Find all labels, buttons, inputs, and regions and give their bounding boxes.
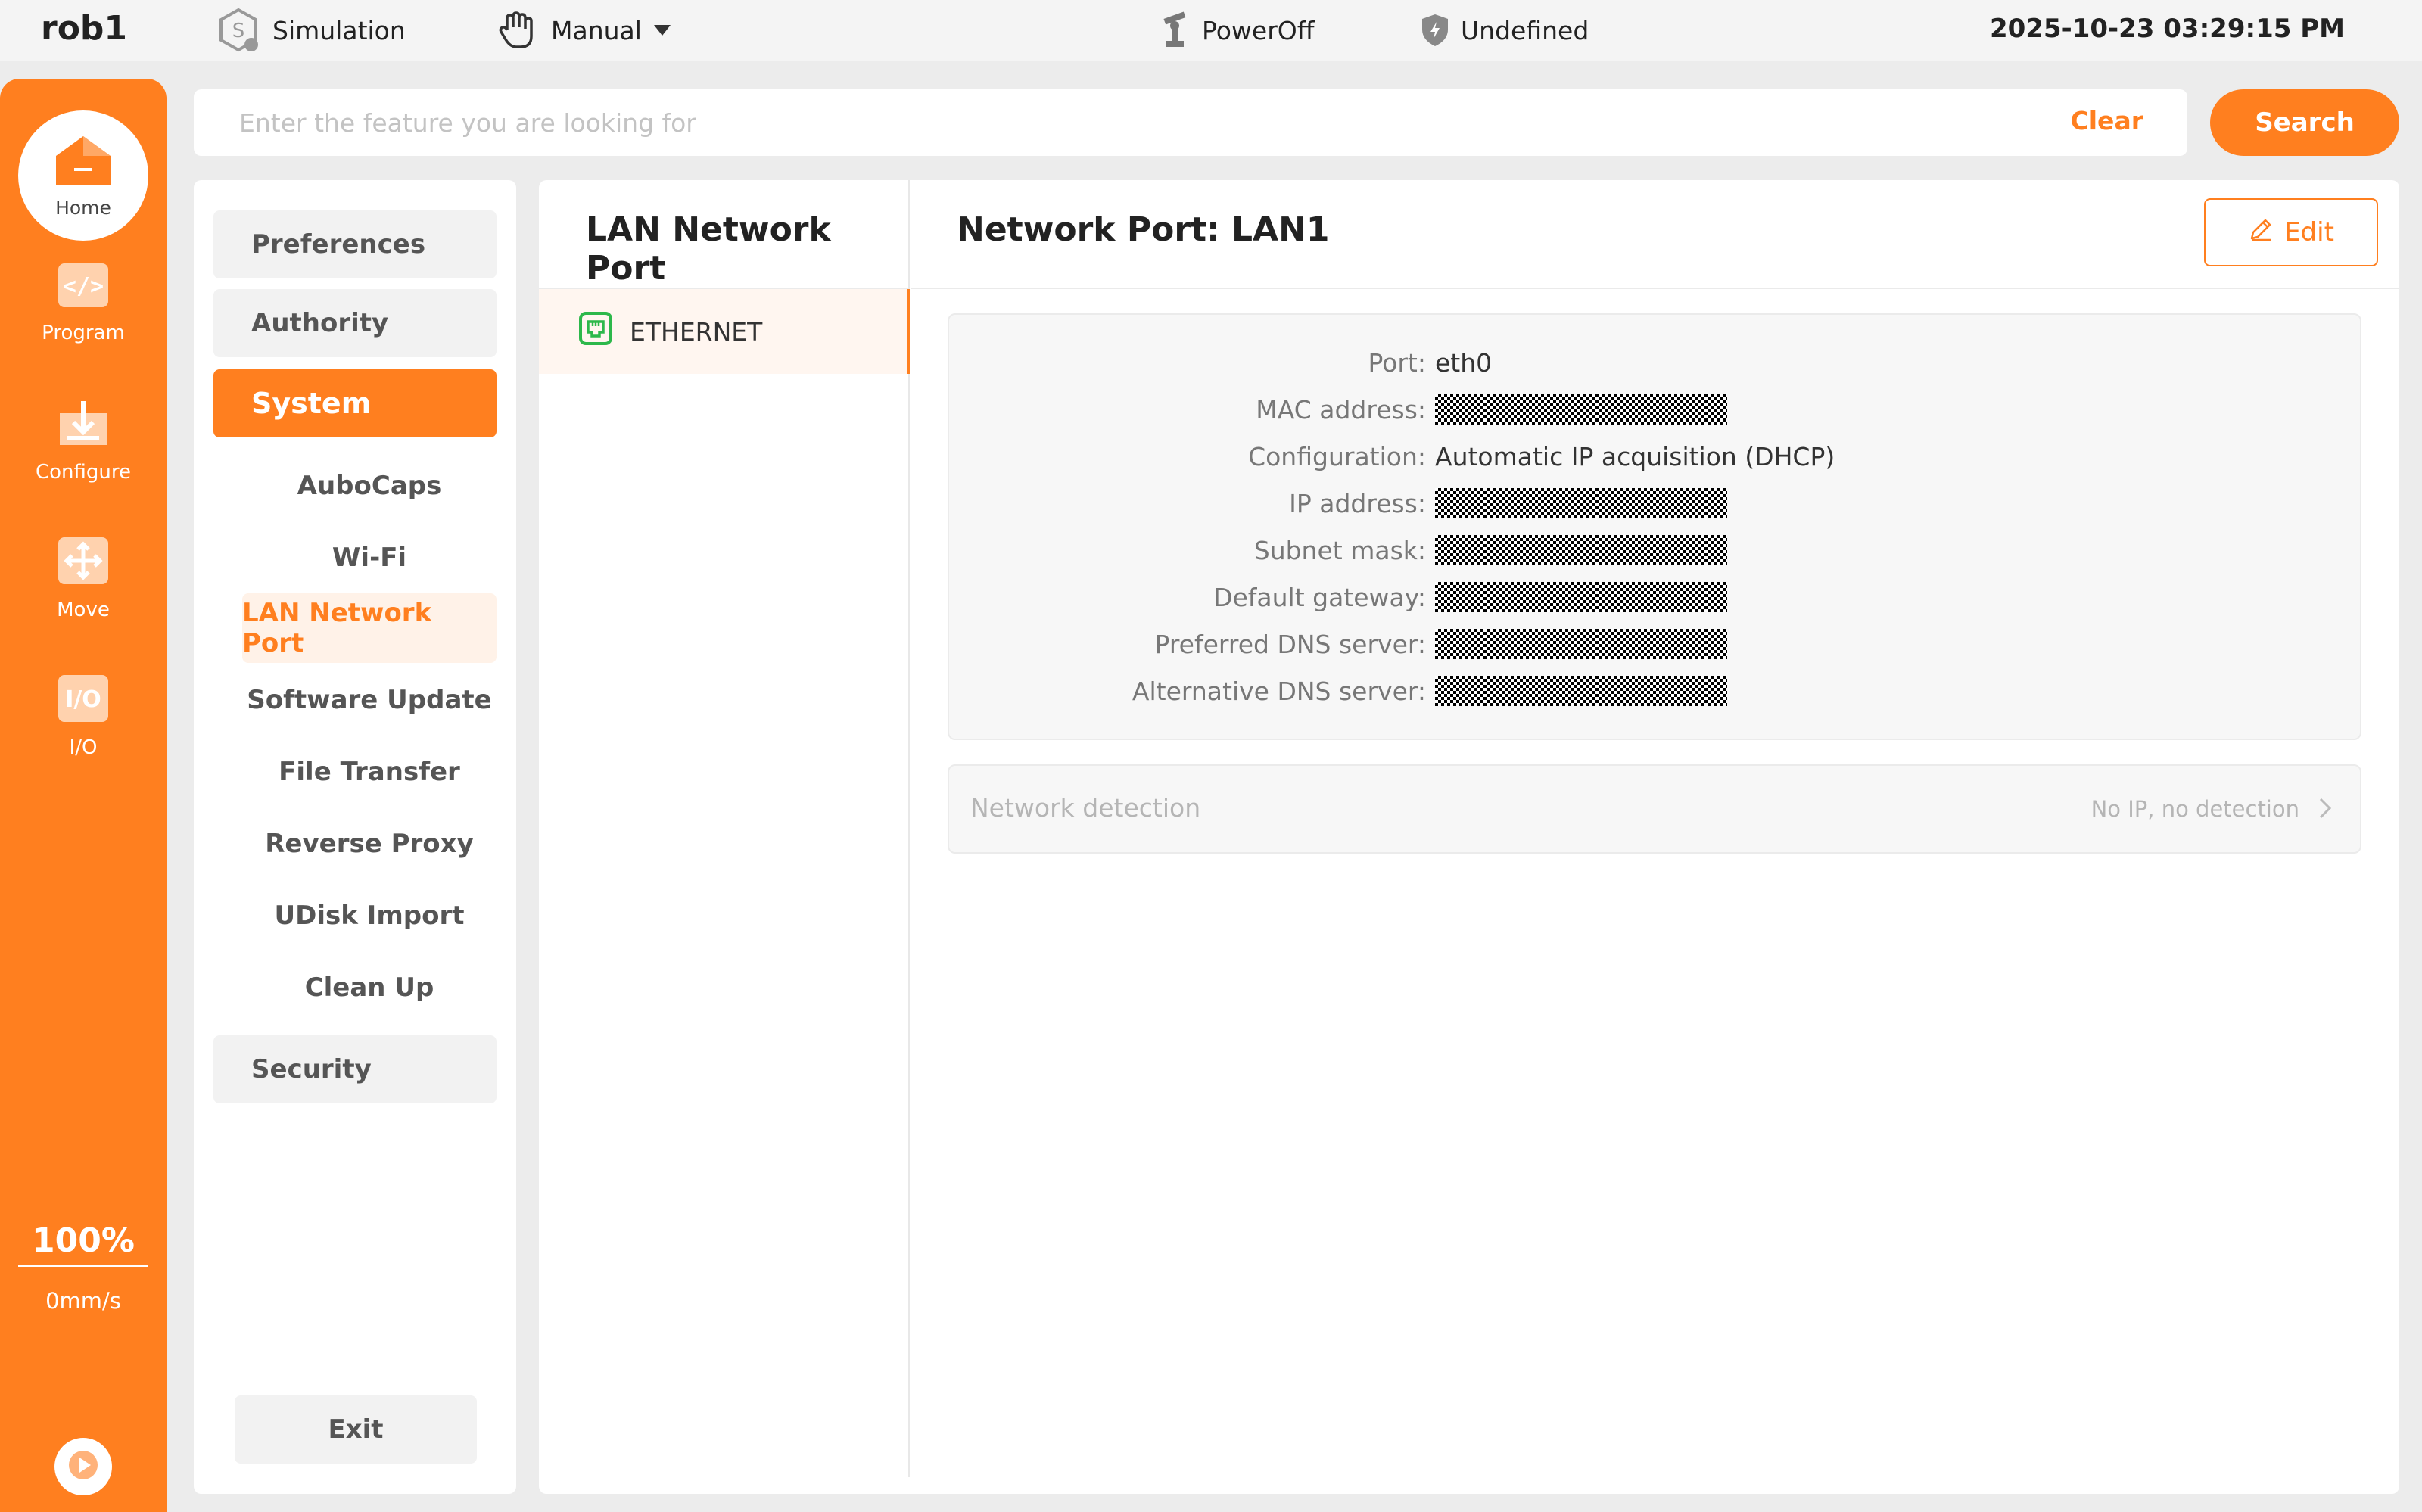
simulation-mode[interactable]: S Simulation bbox=[215, 8, 406, 53]
info-row-port: Port: eth0 bbox=[949, 339, 2363, 386]
move-arrows-icon bbox=[57, 536, 110, 599]
nav-sub-clean-up[interactable]: Clean Up bbox=[304, 972, 434, 1003]
configuration-value: Automatic IP acquisition (DHCP) bbox=[1435, 441, 1835, 471]
simulation-icon: S bbox=[215, 7, 262, 54]
datetime-display: 2025-10-23 03:29:15 PM bbox=[1989, 14, 2345, 44]
svg-text:S: S bbox=[232, 20, 245, 42]
svg-text:</>: </> bbox=[63, 273, 104, 300]
rail-item-io[interactable]: I/O I/O bbox=[0, 663, 167, 769]
home-button[interactable]: Home bbox=[18, 110, 148, 241]
rail-item-configure[interactable]: Configure bbox=[0, 387, 167, 493]
info-row-mac: MAC address: bbox=[949, 386, 2363, 433]
preferred-dns-value-masked bbox=[1435, 629, 1727, 659]
info-row-alternative-dns: Alternative DNS server: bbox=[949, 667, 2363, 714]
feature-search-bar: Clear bbox=[194, 89, 2187, 156]
tcp-speed: 0mm/s bbox=[45, 1288, 121, 1314]
nav-item-authority[interactable]: Authority bbox=[213, 289, 497, 357]
rail-item-program[interactable]: </> Program bbox=[0, 250, 167, 356]
configuration-label: Configuration: bbox=[1248, 441, 1426, 471]
nav-item-system[interactable]: System bbox=[213, 369, 497, 437]
search-button[interactable]: Search bbox=[2210, 89, 2399, 156]
nav-sub-aubocaps[interactable]: AuboCaps bbox=[297, 471, 442, 501]
pencil-icon bbox=[2248, 216, 2274, 249]
gateway-value-masked bbox=[1435, 582, 1727, 612]
ip-value-masked bbox=[1435, 488, 1727, 518]
rail-item-move[interactable]: Move bbox=[0, 525, 167, 631]
alternative-dns-label: Alternative DNS server: bbox=[1132, 676, 1426, 706]
divider bbox=[539, 288, 908, 289]
port-list-title: LAN Network Port bbox=[586, 210, 831, 288]
rail-label-configure: Configure bbox=[35, 460, 131, 484]
port-label: Port: bbox=[1368, 347, 1426, 378]
nav-sub-wifi[interactable]: Wi-Fi bbox=[332, 543, 407, 573]
home-icon bbox=[51, 133, 115, 197]
play-icon bbox=[68, 1450, 98, 1483]
simulation-label: Simulation bbox=[272, 15, 406, 45]
search-input[interactable] bbox=[239, 89, 2056, 156]
chevron-right-icon bbox=[2318, 795, 2333, 825]
robot-name: rob1 bbox=[41, 9, 128, 48]
nav-item-security[interactable]: Security bbox=[213, 1035, 497, 1103]
info-row-ip: IP address: bbox=[949, 480, 2363, 527]
ethernet-icon bbox=[578, 311, 613, 352]
port-info-card: Port: eth0 MAC address: Configuration: A… bbox=[948, 313, 2361, 740]
info-row-gateway: Default gateway: bbox=[949, 574, 2363, 621]
preferred-dns-label: Preferred DNS server: bbox=[1154, 629, 1427, 659]
speed-display[interactable]: 100% 0mm/s bbox=[18, 1221, 148, 1314]
info-row-configuration: Configuration: Automatic IP acquisition … bbox=[949, 433, 2363, 480]
safety-label: Undefined bbox=[1461, 15, 1589, 45]
edit-button[interactable]: Edit bbox=[2204, 198, 2378, 266]
top-status-bar: rob1 S Simulation Manual bbox=[0, 0, 2422, 61]
mac-label: MAC address: bbox=[1256, 394, 1426, 425]
main-navigation-rail: Home </> Program Configure Move bbox=[0, 79, 167, 1512]
chevron-down-icon bbox=[652, 23, 672, 37]
io-icon: I/O bbox=[57, 674, 110, 736]
port-list-column: LAN Network Port ETHERNET bbox=[539, 180, 910, 1477]
exit-button[interactable]: Exit bbox=[235, 1395, 477, 1464]
power-status[interactable]: PowerOff bbox=[1158, 8, 1314, 53]
rail-label-io: I/O bbox=[69, 736, 98, 759]
shield-icon bbox=[1420, 13, 1450, 48]
nav-sub-file-transfer[interactable]: File Transfer bbox=[279, 757, 460, 787]
power-label: PowerOff bbox=[1202, 15, 1315, 45]
robot-arm-icon bbox=[1158, 11, 1191, 50]
mac-value-masked bbox=[1435, 394, 1727, 425]
subnet-label: Subnet mask: bbox=[1253, 535, 1426, 565]
port-value: eth0 bbox=[1435, 347, 1493, 378]
port-item-label: ETHERNET bbox=[630, 316, 763, 347]
lan-settings-content: LAN Network Port ETHERNET Network Port: … bbox=[539, 180, 2399, 1494]
ip-label: IP address: bbox=[1289, 488, 1426, 518]
nav-sub-reverse-proxy[interactable]: Reverse Proxy bbox=[265, 829, 474, 859]
speed-percent: 100% bbox=[18, 1221, 148, 1267]
nav-sub-software-update[interactable]: Software Update bbox=[247, 685, 492, 715]
safety-status[interactable]: Undefined bbox=[1420, 8, 1589, 53]
network-detection-status: No IP, no detection bbox=[2090, 796, 2299, 822]
manual-label: Manual bbox=[551, 15, 642, 45]
nav-sub-lan-network-port[interactable]: LAN Network Port bbox=[242, 593, 497, 663]
edit-label: Edit bbox=[2284, 217, 2334, 247]
port-item-ethernet[interactable]: ETHERNET bbox=[539, 289, 910, 374]
play-button[interactable] bbox=[54, 1438, 112, 1495]
info-row-preferred-dns: Preferred DNS server: bbox=[949, 621, 2363, 667]
nav-sub-udisk-import[interactable]: UDisk Import bbox=[274, 901, 465, 931]
svg-text:I/O: I/O bbox=[65, 686, 101, 713]
download-icon bbox=[57, 398, 110, 461]
rail-label-move: Move bbox=[57, 598, 110, 621]
detail-title: Network Port: LAN1 bbox=[957, 210, 1330, 249]
network-detection-row[interactable]: Network detection No IP, no detection bbox=[948, 764, 2361, 854]
nav-item-preferences[interactable]: Preferences bbox=[213, 210, 497, 278]
code-icon: </> bbox=[57, 262, 110, 322]
rail-label-program: Program bbox=[42, 321, 125, 344]
divider bbox=[911, 288, 2399, 289]
settings-nav-panel: Preferences Authority System AuboCaps Wi… bbox=[194, 180, 516, 1494]
network-detection-label: Network detection bbox=[970, 793, 1201, 823]
hand-icon bbox=[495, 8, 540, 53]
gateway-label: Default gateway: bbox=[1213, 582, 1426, 612]
home-label: Home bbox=[55, 196, 111, 219]
info-row-subnet: Subnet mask: bbox=[949, 527, 2363, 574]
clear-button[interactable]: Clear bbox=[2070, 106, 2143, 135]
subnet-value-masked bbox=[1435, 535, 1727, 565]
alternative-dns-value-masked bbox=[1435, 676, 1727, 706]
manual-mode-dropdown[interactable]: Manual bbox=[495, 8, 672, 53]
